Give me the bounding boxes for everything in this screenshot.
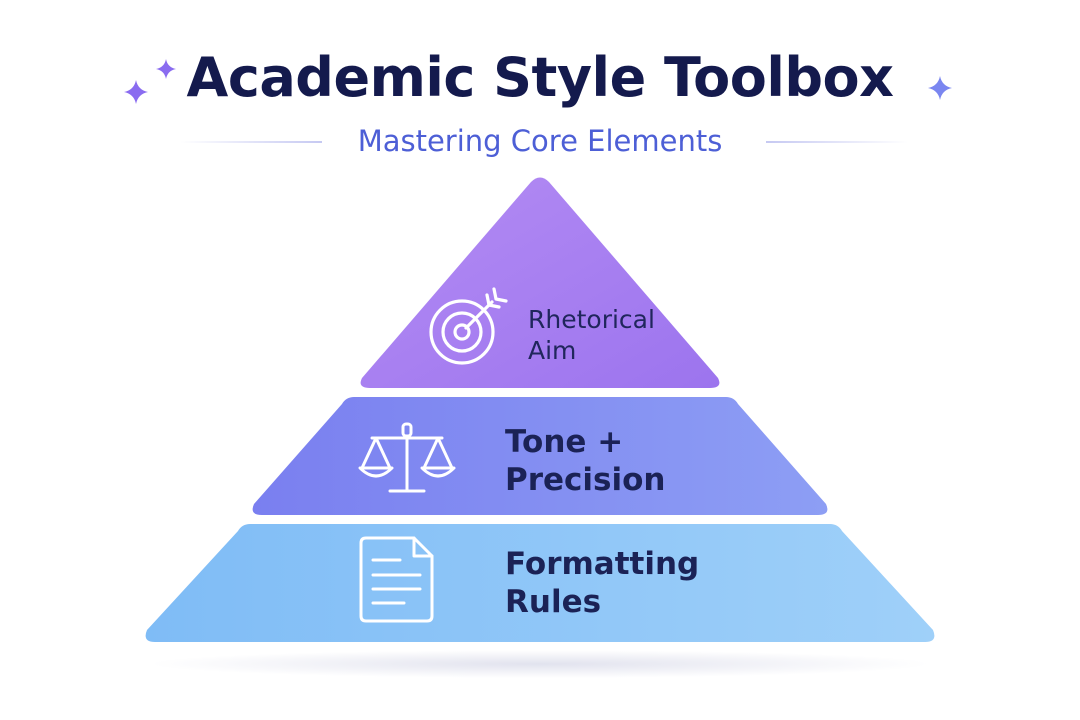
subtitle-row: Mastering Core Elements bbox=[0, 122, 1080, 162]
page-title: Academic Style Toolbox bbox=[186, 46, 894, 109]
document-icon bbox=[359, 536, 434, 623]
tier-middle-label-line-1: Tone + bbox=[505, 424, 624, 460]
subtitle: Mastering Core Elements bbox=[357, 124, 723, 158]
sparkle-icon bbox=[156, 59, 176, 79]
pyramid-shadow bbox=[150, 650, 930, 678]
divider-left bbox=[180, 141, 322, 143]
tier-top bbox=[360, 177, 720, 388]
target-arrow-icon bbox=[429, 287, 508, 365]
tier-middle-label: Tone + Precision bbox=[505, 424, 665, 500]
divider-right bbox=[766, 141, 908, 143]
balance-scale-icon bbox=[358, 422, 456, 493]
sparkle-icon bbox=[928, 76, 952, 100]
tier-top-label: Rhetorical Aim bbox=[528, 305, 655, 366]
tier-bottom-label-line-2: Rules bbox=[505, 583, 602, 620]
tier-bottom-label: Formatting Rules bbox=[505, 546, 699, 622]
tier-middle bbox=[252, 397, 828, 515]
tier-bottom-label-line-1: Formatting bbox=[505, 546, 700, 582]
tier-top-label-line-1: Rhetorical bbox=[528, 305, 655, 334]
sparkle-icon bbox=[124, 80, 148, 104]
tier-bottom bbox=[145, 524, 935, 642]
tier-middle-label-line-2: Precision bbox=[505, 461, 666, 498]
tier-top-label-line-2: Aim bbox=[528, 335, 577, 365]
